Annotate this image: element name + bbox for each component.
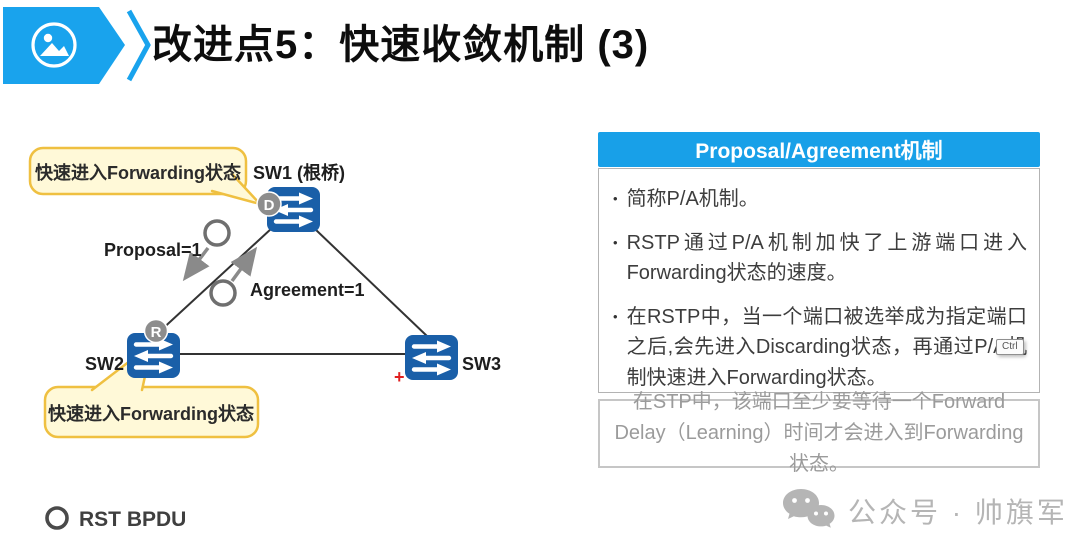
agreement-arrow <box>230 246 258 283</box>
proposal-label: Proposal=1 <box>104 240 202 260</box>
bpdu-circle <box>209 279 237 307</box>
bullet-marker: • <box>613 308 618 324</box>
link-sw1-sw3 <box>314 228 429 338</box>
banner-shape <box>3 7 125 84</box>
switch-sw3-icon <box>405 335 458 380</box>
watermark-text: 公众号 · 帅旗军 <box>848 497 1068 528</box>
sw1-label: SW1 (根桥) <box>253 162 345 183</box>
bullet-item: • 在RSTP中，当一个端口被选举成为指定端口之后,会先进入Discarding… <box>613 302 1027 394</box>
stp-note-box: 在STP中，该端口至少要等待一个Forward Delay（Learning）时… <box>598 391 1040 475</box>
panel-title: Proposal/Agreement机制 <box>598 132 1040 167</box>
bullet-item: • RSTP通过P/A机制加快了上游端口进入Forwarding状态的速度。 <box>613 228 1027 289</box>
agreement-label: Agreement=1 <box>250 280 365 300</box>
agreement-bpdu: Agreement=1 <box>209 246 365 307</box>
proposal-arrow <box>182 246 210 282</box>
bullet-marker: • <box>613 234 618 250</box>
bullet-text: 简称P/A机制。 <box>626 188 759 210</box>
callout-top: 快速进入Forwarding状态 <box>28 146 264 207</box>
bpdu-circle <box>203 219 231 247</box>
link-sw1-sw2 <box>157 227 273 334</box>
bullet-marker: • <box>613 191 618 206</box>
cursor-plus-mark: + <box>394 367 405 387</box>
bullet-text: RSTP通过P/A机制加快了上游端口进入Forwarding状态的速度。 <box>626 231 1027 285</box>
wechat-icon <box>783 489 835 528</box>
bpdu-legend-icon <box>45 506 69 530</box>
designated-port-badge: D <box>256 191 282 217</box>
root-port-badge: R <box>143 318 169 344</box>
legend-rst-bpdu: RST BPDU <box>45 506 186 531</box>
sw3-label: SW3 <box>462 354 501 374</box>
chevron-icon <box>126 9 151 82</box>
bullet-item: • 简称P/A机制。 <box>613 184 1027 215</box>
panel-body: • 简称P/A机制。 • RSTP通过P/A机制加快了上游端口进入Forward… <box>598 168 1040 393</box>
picture-icon <box>31 22 77 68</box>
callout-top-label: 快速进入Forwarding状态 <box>35 162 241 183</box>
sw2-label: SW2 <box>85 354 124 374</box>
svg-text:D: D <box>264 197 275 214</box>
bullet-text: 在RSTP中，当一个端口被选举成为指定端口之后,会先进入Discarding状态… <box>626 305 1027 389</box>
svg-text:R: R <box>151 324 162 341</box>
page-title: 改进点5：快速收敛机制 (3) <box>152 23 650 67</box>
topology-links <box>157 227 429 355</box>
stp-note-text: 在STP中，该端口至少要等待一个Forward Delay（Learning）时… <box>614 391 1024 475</box>
header-banner <box>3 7 151 84</box>
callout-bottom-label: 快速进入Forwarding状态 <box>48 403 254 424</box>
watermark: 公众号 · 帅旗军 <box>780 487 1068 535</box>
proposal-bpdu: Proposal=1 <box>104 219 231 282</box>
ctrl-paste-options-button[interactable]: Ctrl <box>996 339 1024 355</box>
legend-label: RST BPDU <box>79 508 186 531</box>
